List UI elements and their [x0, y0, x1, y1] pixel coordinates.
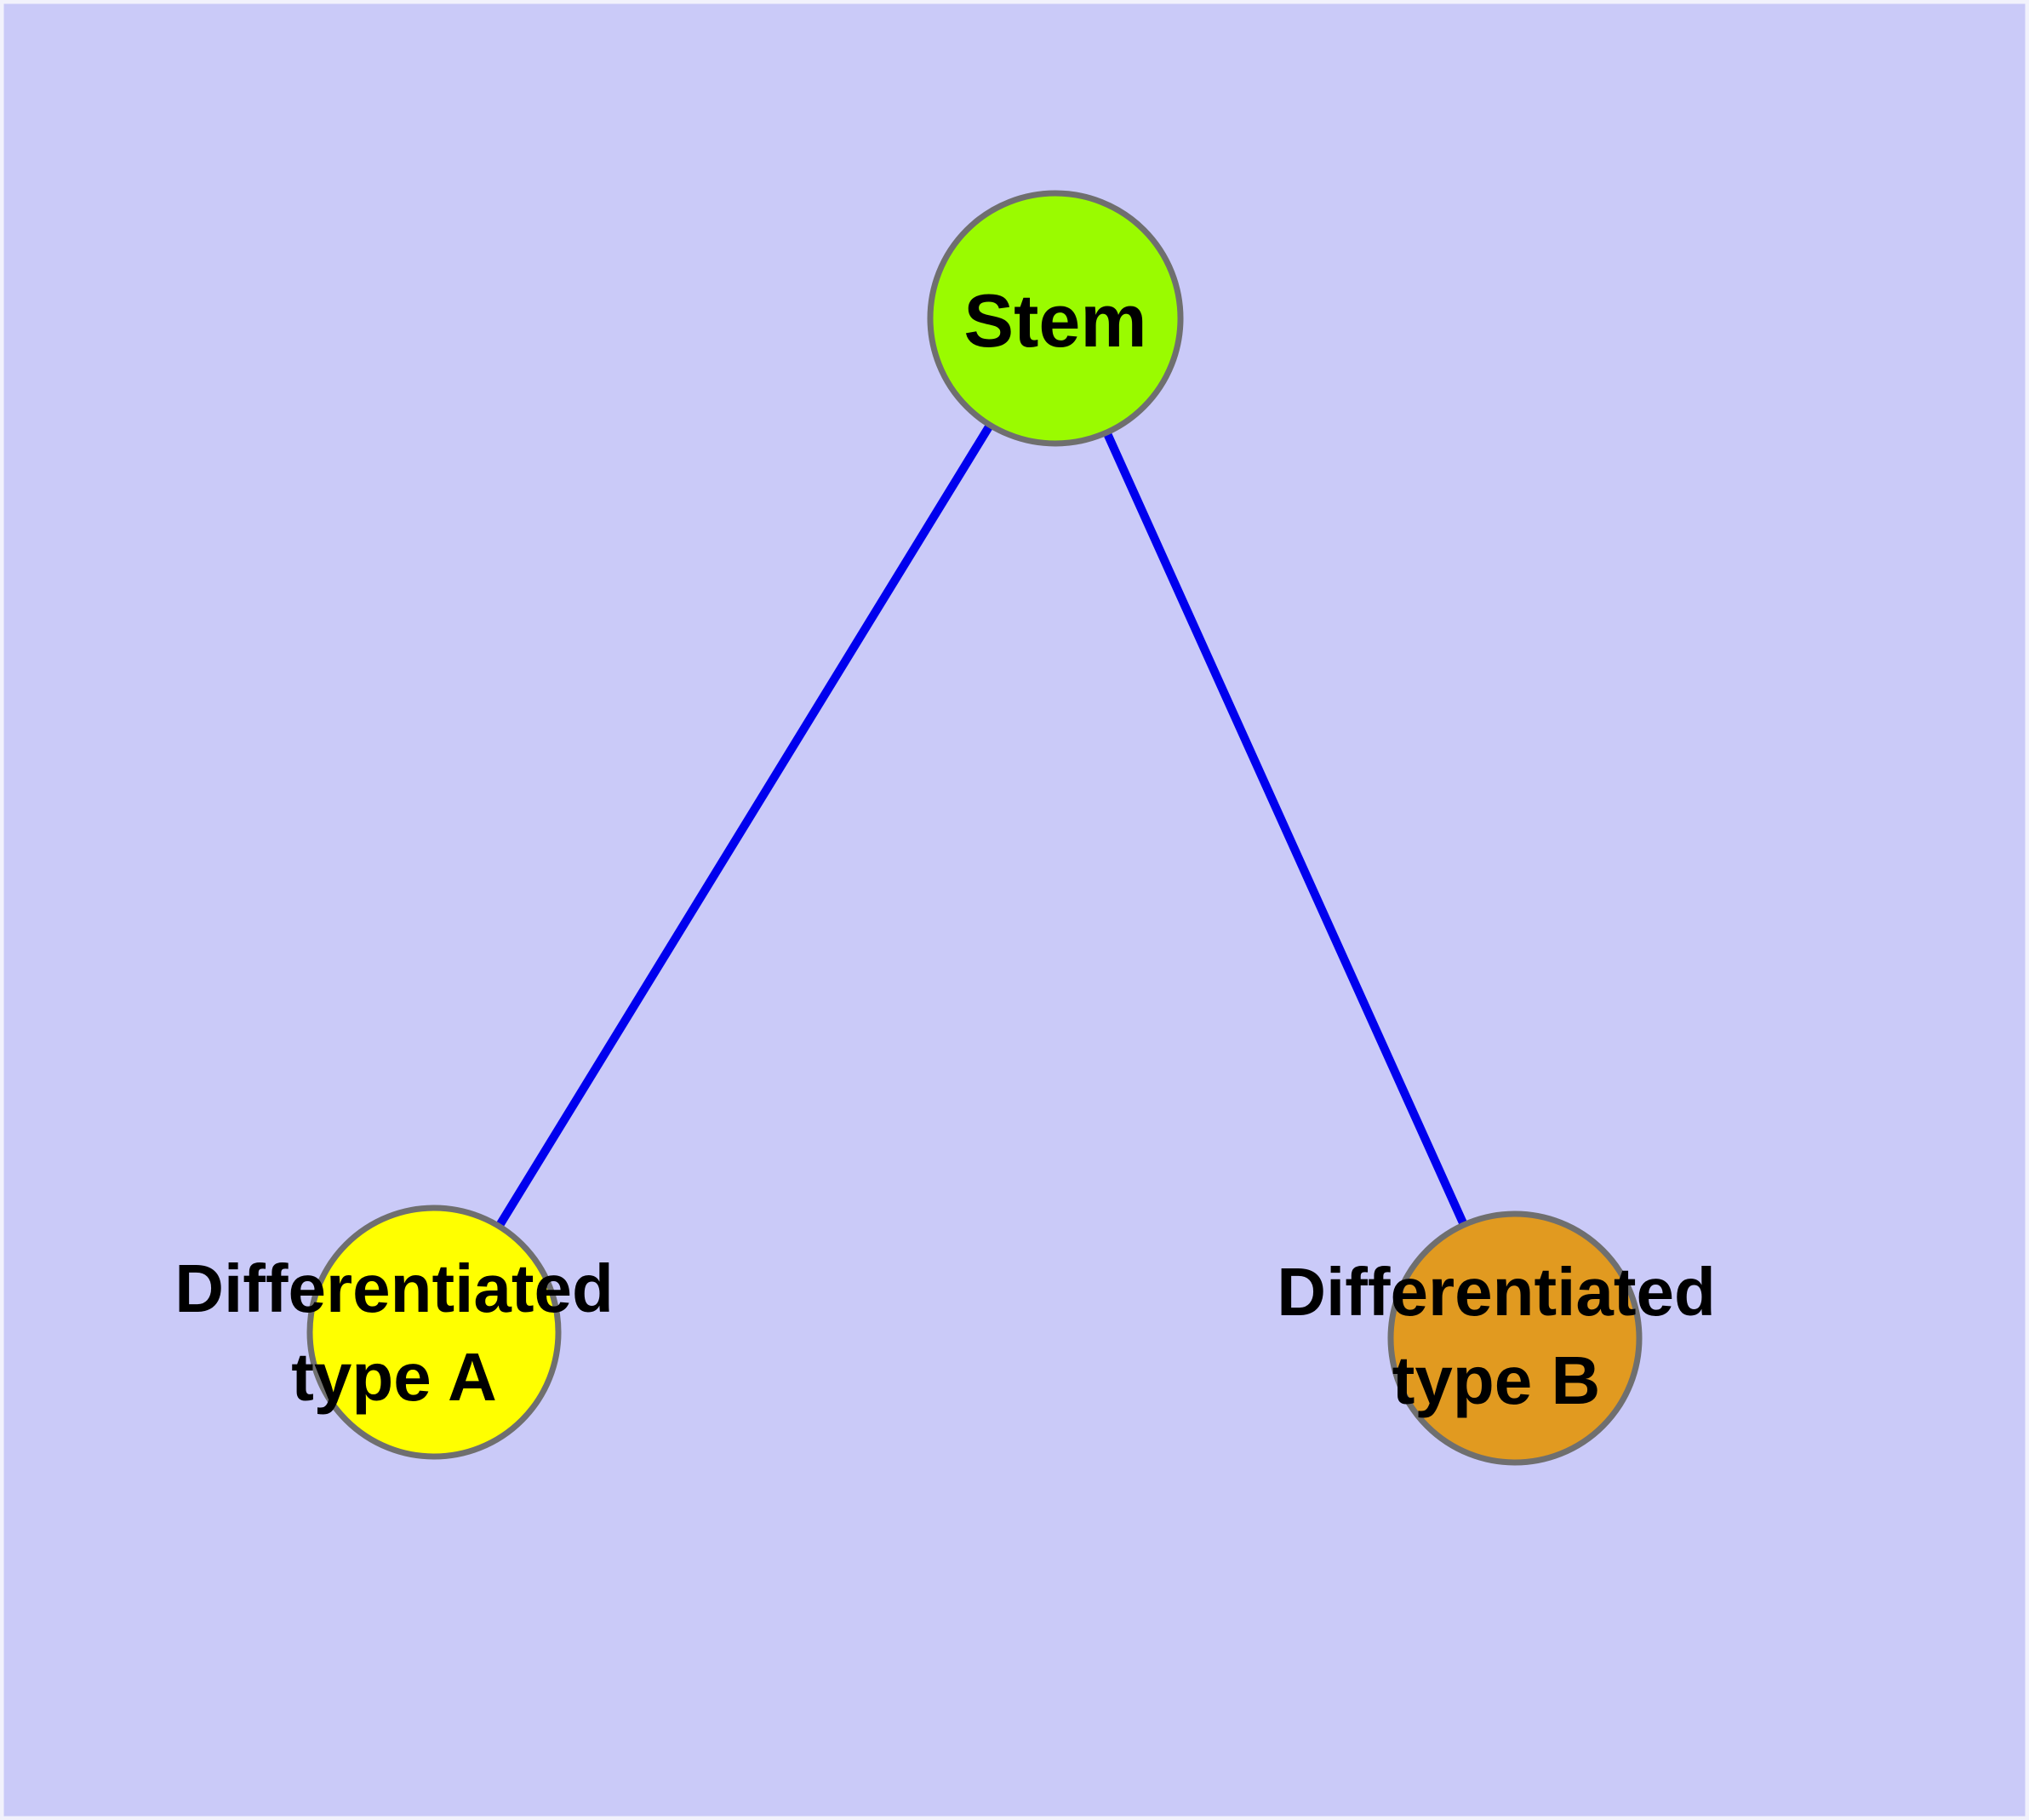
node-diff-a: [306, 1205, 562, 1460]
edge-stem-diff-a: [430, 316, 1060, 1335]
node-stem: [927, 190, 1184, 447]
node-diff-b: [1387, 1210, 1643, 1466]
edge-stem-diff-b: [1051, 316, 1519, 1341]
node-group: [306, 190, 1643, 1466]
edge-group: [430, 316, 1519, 1341]
